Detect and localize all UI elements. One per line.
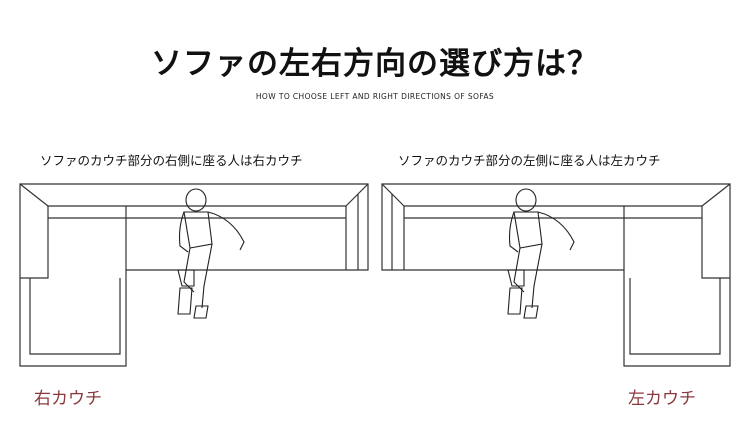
left-chaise-sofa-illustration <box>381 183 731 367</box>
seated-person-figure <box>507 188 575 319</box>
label-left-chaise: 左カウチ <box>628 389 696 409</box>
page-title: ソファの左右方向の選び方は？ <box>151 46 599 82</box>
page-subtitle: HOW TO CHOOSE LEFT AND RIGHT DIRECTIONS … <box>255 92 495 101</box>
right-chaise-sofa-illustration <box>19 183 369 367</box>
caption-left-chaise: ソファのカウチ部分の左側に座る人は左カウチ <box>398 153 661 168</box>
caption-right-chaise: ソファのカウチ部分の右側に座る人は右カウチ <box>40 153 303 168</box>
label-right-chaise: 右カウチ <box>34 389 102 409</box>
seated-person-figure <box>177 188 245 319</box>
